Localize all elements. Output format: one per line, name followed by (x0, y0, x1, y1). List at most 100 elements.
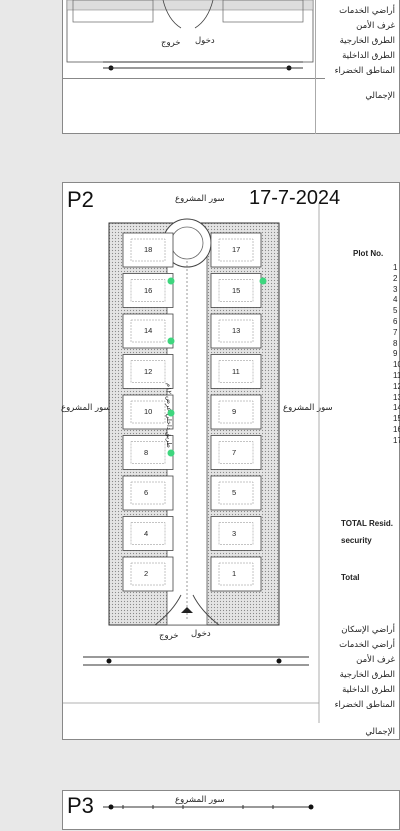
legend-item: المناطق الخضراء (334, 700, 395, 710)
legend-total: الإجمالي (365, 727, 395, 737)
plot-setback-12 (130, 360, 166, 383)
plot-setback-5 (218, 481, 254, 505)
plot-17 (210, 232, 262, 268)
wall-label-right: سور المشروع (283, 403, 333, 413)
plot-13 (210, 313, 262, 349)
plot-18 (122, 232, 174, 268)
plot-2 (122, 556, 174, 592)
site-plan (63, 203, 320, 723)
legend-item: الطرق الداخلية (342, 685, 395, 695)
plot-number: 4 (144, 528, 149, 538)
plot-setback-7 (218, 441, 254, 464)
plot-list-item: 12 (393, 381, 400, 391)
plot-setback-11 (218, 360, 254, 383)
legend-item: الطرق الداخلية (342, 51, 395, 61)
plot-setback-13 (218, 319, 254, 343)
sheet-p2: P2 17-7-2024 سور المشروع سور المشروع سور… (61, 182, 400, 740)
legend-item: الطرق الخارجية (339, 670, 395, 680)
plot-setback-3 (218, 522, 254, 545)
legend-item: أراضي الخدمات (339, 6, 395, 16)
plot-setback-9 (218, 400, 254, 424)
plot-setback-16 (130, 279, 166, 302)
plot-number: 8 (144, 447, 149, 457)
legend-item: أراضي الخدمات (339, 640, 395, 650)
road-label: طريق داخلي عرض ١٢م (165, 383, 173, 448)
plot-list-item: 9 (393, 349, 398, 359)
security-label: security (341, 536, 372, 545)
legend-total: الإجمالي (365, 91, 395, 101)
sheet-p3: P3 سور المشروع (62, 790, 400, 830)
plot-setback-4 (130, 522, 166, 545)
plot-number: 15 (232, 285, 241, 295)
survey-point (106, 658, 112, 664)
plot-12 (122, 354, 174, 389)
exit-label: خروج (159, 631, 179, 641)
plot-number: 18 (144, 245, 153, 254)
page-label: P3 (67, 793, 94, 818)
plot-setback-2 (130, 562, 166, 586)
plot-8 (122, 435, 174, 470)
wall-label-top: سور المشروع (175, 795, 225, 805)
wall-label-top: سور المشروع (175, 194, 225, 204)
plot-5 (210, 475, 262, 511)
plot-1 (210, 556, 262, 592)
plot-setback-6 (130, 481, 166, 505)
entry-label: دخول (195, 36, 215, 46)
total-resid-label: TOTAL Resid. (341, 519, 394, 528)
plot-list-item: 14 (393, 403, 400, 413)
plot-number: 10 (144, 407, 153, 416)
plot-setback-17 (218, 238, 254, 262)
plot-list-item: 6 (393, 316, 398, 326)
green-marker (167, 337, 175, 345)
plot-number: 2 (144, 569, 149, 578)
plot-number: 9 (232, 407, 237, 416)
legend-item: غرف الأمن (356, 21, 395, 31)
plot-setback-10 (130, 400, 166, 424)
plot-9 (210, 394, 262, 430)
plot-number: 5 (232, 488, 237, 497)
gate-triangle (181, 607, 193, 613)
plot-number: 11 (232, 366, 240, 376)
plot-15 (210, 273, 262, 308)
plot-list-item: 5 (393, 306, 398, 316)
plot-setback-1 (218, 562, 254, 586)
plot-setback-14 (130, 319, 166, 343)
plot-number: 1 (232, 569, 237, 578)
plot-14 (122, 313, 174, 349)
page-label: P2 (67, 187, 94, 212)
plot-3 (210, 516, 262, 551)
plot-setback-15 (218, 279, 254, 302)
green-marker (167, 409, 175, 417)
gate-curves (154, 594, 220, 626)
plot-10 (122, 394, 174, 430)
exit-label: خروج (161, 38, 181, 48)
entry-label: دخول (191, 629, 211, 639)
plot-number: 14 (144, 326, 153, 335)
plot-number: 12 (144, 366, 153, 376)
plot-number: 16 (144, 285, 153, 295)
survey-point (276, 658, 282, 664)
green-marker (167, 449, 175, 457)
plot-list-item: 16 (393, 424, 400, 434)
plot-number: 3 (232, 528, 237, 538)
total-label: Total (341, 573, 360, 582)
legend-item: الطرق الخارجية (339, 36, 395, 46)
plot-6 (122, 475, 174, 511)
sheet2-legend: أراضي الإسكان أراضي الخدمات غرف الأمن ال… (335, 623, 395, 740)
sheet3-drawing (103, 804, 314, 810)
plot-11 (210, 354, 262, 389)
plot-7 (210, 435, 262, 470)
plot-list-item: 17 (393, 435, 400, 445)
sheet1-legend: أراضي الخدمات غرف الأمن الطرق الخارجية ا… (335, 4, 395, 104)
plot-number: 13 (232, 326, 241, 335)
plot-setback-18 (130, 238, 166, 262)
legend-item: أراضي الإسكان (341, 625, 395, 635)
plot-number: 6 (144, 488, 149, 497)
legend-item: المناطق الخضراء (334, 66, 395, 76)
plot-list-item: 11 (393, 370, 400, 380)
plot-number: 17 (232, 245, 241, 254)
legend-item: غرف الأمن (356, 655, 395, 665)
green-marker (259, 277, 267, 285)
plot-list-item: 10 (393, 360, 400, 370)
